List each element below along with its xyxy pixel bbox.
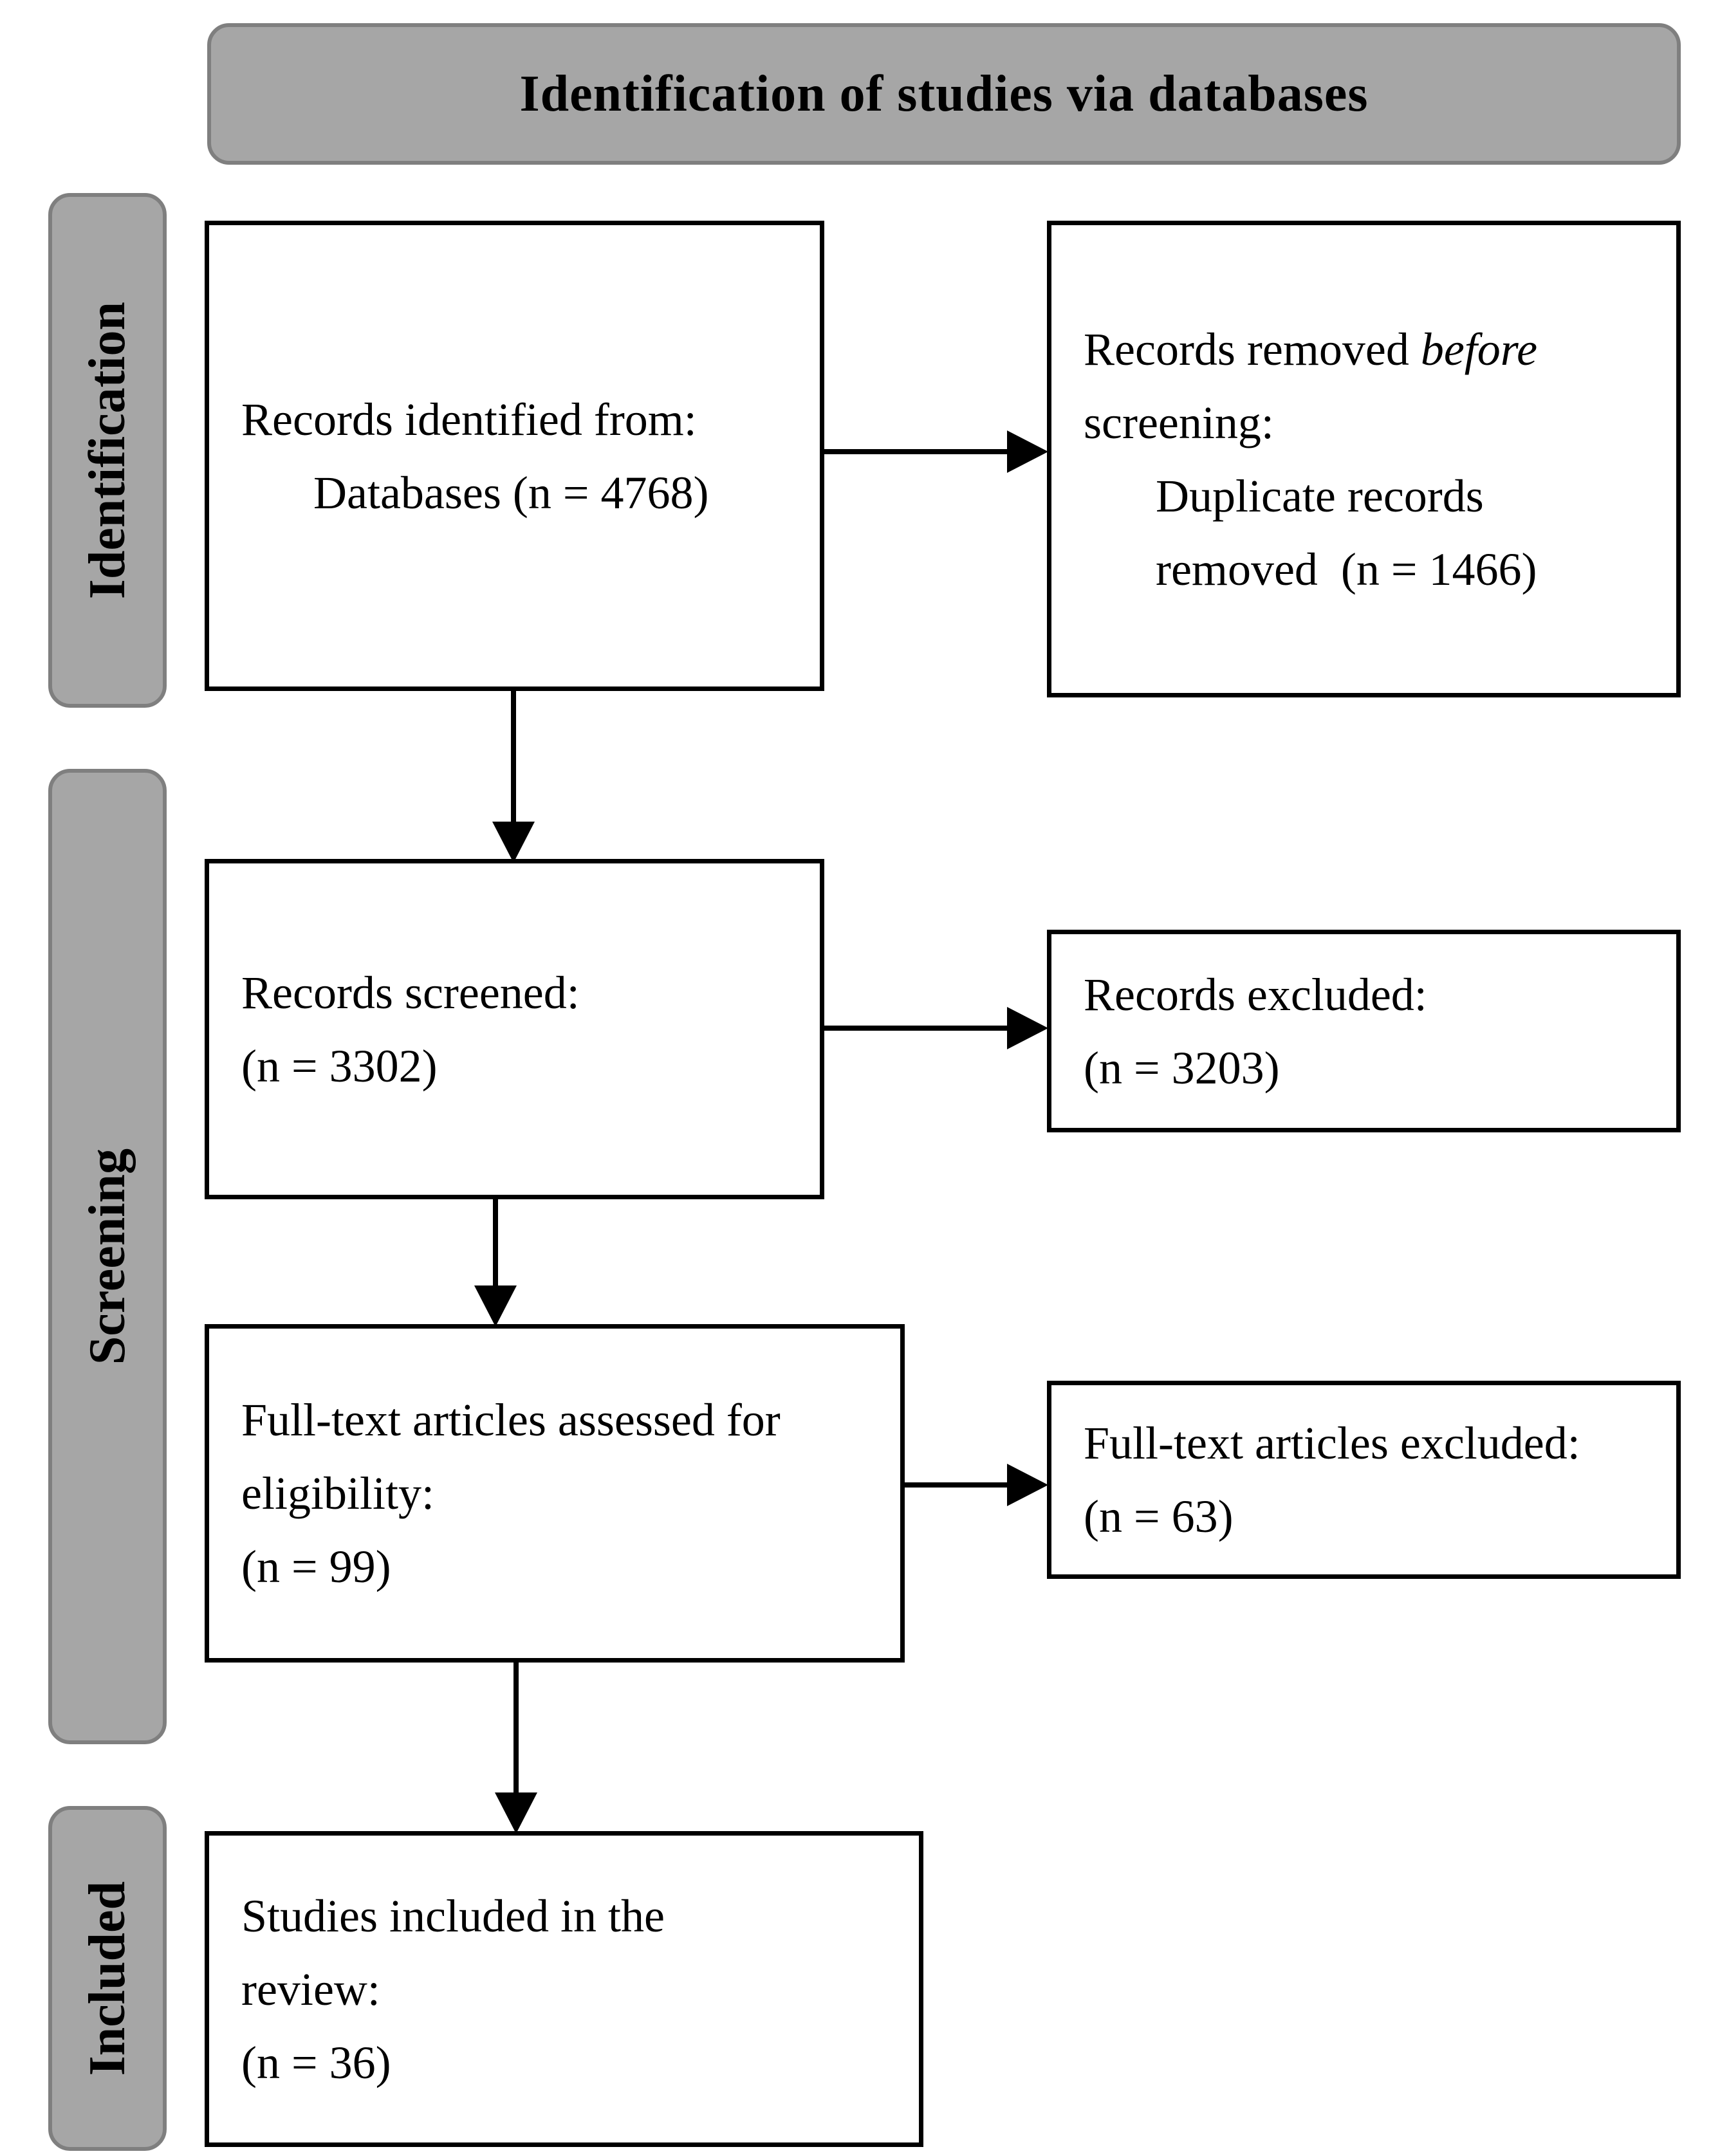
stage-label-identification: Identification <box>79 301 136 600</box>
box-records-screened-line2: (n = 3302) <box>241 1040 438 1092</box>
box-records-excluded: Records excluded: (n = 3203) <box>1047 930 1681 1132</box>
box-studies-included-line2: review: <box>241 1963 380 2015</box>
banner-identification-of-studies: Identification of studies via databases <box>207 23 1681 165</box>
arrow-assessed-to-excluded-line <box>905 1482 1012 1488</box>
diagram-title: Identification of studies via databases <box>519 65 1369 122</box>
stage-rail-included: Included <box>48 1806 167 2151</box>
box-fulltext-excluded: Full-text articles excluded: (n = 63) <box>1047 1381 1681 1579</box>
arrow-identified-to-screened-head-icon <box>492 822 535 863</box>
box-records-removed-line1-italic: before <box>1420 323 1538 375</box>
box-records-identified-line2: Databases (n = 4768) <box>313 466 709 519</box>
box-records-excluded-line2: (n = 3203) <box>1084 1042 1280 1094</box>
box-records-excluded-line1: Records excluded: <box>1084 968 1427 1020</box>
stage-label-screening: Screening <box>79 1148 136 1365</box>
box-records-screened: Records screened: (n = 3302) <box>205 859 824 1199</box>
arrow-assessed-to-included-head-icon <box>495 1792 537 1834</box>
box-records-screened-line1: Records screened: <box>241 966 580 1018</box>
box-studies-included-line3: (n = 36) <box>241 2036 391 2088</box>
arrow-screened-to-assessed-head-icon <box>474 1285 517 1327</box>
arrow-assessed-to-included-line <box>513 1662 519 1796</box>
box-records-removed-line1-normal: Records removed <box>1084 323 1421 375</box>
arrow-assessed-to-excluded-head-icon <box>1007 1464 1048 1506</box>
box-fulltext-excluded-line2: (n = 63) <box>1084 1491 1234 1542</box>
box-records-removed-before-screening: Records removed before screening: Duplic… <box>1047 221 1681 697</box>
box-fulltext-excluded-line1: Full-text articles excluded: <box>1084 1417 1580 1469</box>
box-fulltext-assessed-line1: Full-text articles assessed for <box>241 1394 781 1446</box>
stage-rail-identification: Identification <box>48 193 167 708</box>
arrow-identified-to-removed-head-icon <box>1007 430 1048 473</box>
arrow-identified-to-screened-line <box>511 690 516 825</box>
box-records-removed-line1: Records removed before <box>1084 313 1658 386</box>
stage-rail-screening: Screening <box>48 769 167 1744</box>
box-studies-included-line1: Studies included in the <box>241 1890 665 1942</box>
arrow-identified-to-removed-line <box>824 449 1012 454</box>
box-records-removed-line4: removed (n = 1466) <box>1156 543 1537 595</box>
box-fulltext-assessed-line3: (n = 99) <box>241 1541 391 1592</box>
arrow-screened-to-excluded-head-icon <box>1007 1007 1048 1049</box>
box-records-removed-line3: Duplicate records <box>1156 470 1484 522</box>
stage-label-included: Included <box>79 1881 136 2076</box>
box-fulltext-assessed: Full-text articles assessed for eligibil… <box>205 1324 905 1663</box>
box-fulltext-assessed-line2: eligibility: <box>241 1468 434 1519</box>
box-records-removed-line2: screening: <box>1084 396 1274 448</box>
arrow-screened-to-assessed-line <box>493 1199 498 1289</box>
box-records-identified: Records identified from: Databases (n = … <box>205 221 824 691</box>
arrow-screened-to-excluded-line <box>824 1026 1012 1031</box>
box-records-identified-line1: Records identified from: <box>241 393 697 445</box>
box-studies-included: Studies included in the review: (n = 36) <box>205 1831 923 2147</box>
